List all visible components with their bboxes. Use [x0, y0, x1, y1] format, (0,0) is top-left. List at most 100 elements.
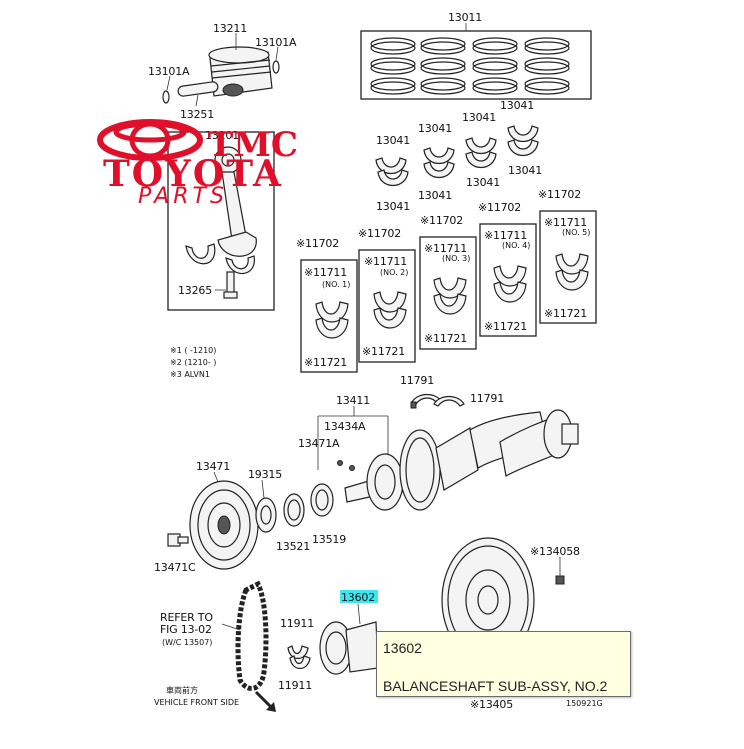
- label-13041-b[interactable]: 13041: [376, 200, 410, 213]
- balance-shaft-bearing[interactable]: [287, 645, 311, 670]
- crank-angle-sensor-plate[interactable]: [255, 497, 277, 533]
- label-13471c[interactable]: 13471C: [154, 561, 196, 574]
- label-13471a[interactable]: 13471A: [298, 437, 340, 450]
- label-13211[interactable]: 13211: [213, 22, 247, 35]
- main-bearing-box-2: [358, 249, 416, 363]
- note-2: ※2 (1210- ): [170, 358, 216, 367]
- label-13041-h[interactable]: 13041: [508, 164, 542, 177]
- label-11721-e[interactable]: ※11721: [544, 307, 587, 320]
- label-11711-c[interactable]: ※11711: [424, 242, 467, 255]
- label-11791-right[interactable]: 11791: [470, 392, 504, 405]
- label-11702-a[interactable]: ※11702: [296, 237, 339, 250]
- label-13041-f[interactable]: 13041: [466, 176, 500, 189]
- toyota-parts-watermark: TMC TOYOTA PARTS: [97, 119, 298, 209]
- timing-chain[interactable]: [235, 580, 269, 691]
- piston-ring: [472, 81, 518, 95]
- label-13041-e[interactable]: 13041: [462, 111, 496, 124]
- drive-plate-bolt[interactable]: [555, 575, 565, 585]
- main-bearing-box-3: [419, 236, 477, 350]
- label-13471[interactable]: 13471: [196, 460, 230, 473]
- vehicle-front-arrow-icon: [254, 690, 274, 710]
- main-bearing-5[interactable]: [555, 253, 589, 291]
- snap-ring-right[interactable]: [272, 60, 280, 74]
- thrust-washer-right[interactable]: [433, 395, 465, 407]
- label-11721-d[interactable]: ※11721: [484, 320, 527, 333]
- label-11791-left[interactable]: 11791: [400, 374, 434, 387]
- label-13434a[interactable]: 13434A: [324, 420, 366, 433]
- piston-ring-set[interactable]: [370, 37, 570, 95]
- piston-ring: [524, 77, 570, 91]
- label-11911-top[interactable]: 11911: [280, 617, 314, 630]
- tooltip-part-description: BALANCESHAFT SUB-ASSY, NO.2: [383, 678, 608, 694]
- piston-ring: [524, 37, 570, 51]
- label-13041-a[interactable]: 13041: [376, 134, 410, 147]
- label-13201[interactable]: 13201: [205, 129, 239, 142]
- rod-bearing-pair-2[interactable]: [423, 147, 455, 179]
- snap-ring-left[interactable]: [162, 90, 170, 104]
- main-bearing-box-4: [479, 223, 537, 337]
- main-bearing-2[interactable]: [373, 291, 407, 329]
- connecting-rod[interactable]: [214, 146, 257, 257]
- crankshaft[interactable]: [344, 409, 579, 511]
- piston-ring-set-box: [360, 30, 592, 100]
- label-11702-e[interactable]: ※11702: [538, 188, 581, 201]
- rod-bearing[interactable]: [185, 243, 255, 275]
- tooltip-part-code: 13602: [383, 640, 422, 656]
- label-13405[interactable]: ※13405: [470, 698, 513, 711]
- crankshaft-pulley[interactable]: [189, 480, 259, 570]
- rod-bolt[interactable]: [223, 271, 238, 299]
- refer-line-3: (W/C 13507): [162, 638, 212, 647]
- main-bearing-3[interactable]: [433, 277, 467, 315]
- main-bearing-4[interactable]: [493, 265, 527, 303]
- refer-line-2[interactable]: FIG 13-02: [160, 623, 212, 636]
- label-no2: (NO. 2): [380, 268, 408, 277]
- label-11911-bottom[interactable]: 11911: [278, 679, 312, 692]
- label-11702-b[interactable]: ※11702: [358, 227, 401, 240]
- refer-line-1[interactable]: REFER TO: [160, 611, 214, 624]
- label-11702-c[interactable]: ※11702: [420, 214, 463, 227]
- piston-ring: [472, 61, 518, 75]
- crankshaft-gear[interactable]: [310, 483, 334, 517]
- balanceshaft-no2[interactable]: [319, 621, 379, 675]
- piston-ring: [420, 57, 466, 71]
- label-13519[interactable]: 13519: [312, 533, 346, 546]
- label-13041-d[interactable]: 13041: [418, 189, 452, 202]
- label-11702-d[interactable]: ※11702: [478, 201, 521, 214]
- label-13411[interactable]: 13411: [336, 394, 370, 407]
- label-13101a-left[interactable]: 13101A: [148, 65, 190, 78]
- rod-bearing-pair-4[interactable]: [507, 125, 539, 157]
- piston-ring: [420, 61, 466, 75]
- label-11711-a[interactable]: ※11711: [304, 266, 347, 279]
- piston[interactable]: [208, 46, 273, 97]
- rod-bearing-pair-1[interactable]: [375, 157, 409, 187]
- piston-pin[interactable]: [177, 81, 219, 97]
- label-11721-a[interactable]: ※11721: [304, 356, 347, 369]
- label-13041-c[interactable]: 13041: [418, 122, 452, 135]
- oil-seal[interactable]: [283, 493, 305, 527]
- label-11711-d[interactable]: ※11711: [484, 229, 527, 242]
- label-13265[interactable]: 13265: [178, 284, 212, 297]
- piston-ring: [472, 77, 518, 91]
- crankshaft-pin[interactable]: [337, 460, 355, 471]
- label-13011[interactable]: 13011: [448, 11, 482, 24]
- label-11721-b[interactable]: ※11721: [362, 345, 405, 358]
- main-bearing-box-1: [300, 259, 358, 373]
- pulley-bolt[interactable]: [167, 533, 189, 547]
- label-11711-e[interactable]: ※11711: [544, 216, 587, 229]
- label-134058[interactable]: ※134058: [530, 545, 580, 558]
- piston-ring: [472, 37, 518, 51]
- label-13101a-right[interactable]: 13101A: [255, 36, 297, 49]
- label-13602[interactable]: 13602: [341, 591, 375, 604]
- main-bearing-1[interactable]: [315, 301, 349, 339]
- piston-ring: [370, 41, 416, 55]
- piston-ring: [420, 77, 466, 91]
- highlight-13602: [340, 590, 378, 603]
- label-13521[interactable]: 13521: [276, 540, 310, 553]
- label-11721-c[interactable]: ※11721: [424, 332, 467, 345]
- rod-bearing-pair-3[interactable]: [465, 137, 497, 169]
- label-13251[interactable]: 13251: [180, 108, 214, 121]
- label-11711-b[interactable]: ※11711: [364, 255, 407, 268]
- label-13041-g[interactable]: 13041: [500, 99, 534, 112]
- label-19315[interactable]: 19315: [248, 468, 282, 481]
